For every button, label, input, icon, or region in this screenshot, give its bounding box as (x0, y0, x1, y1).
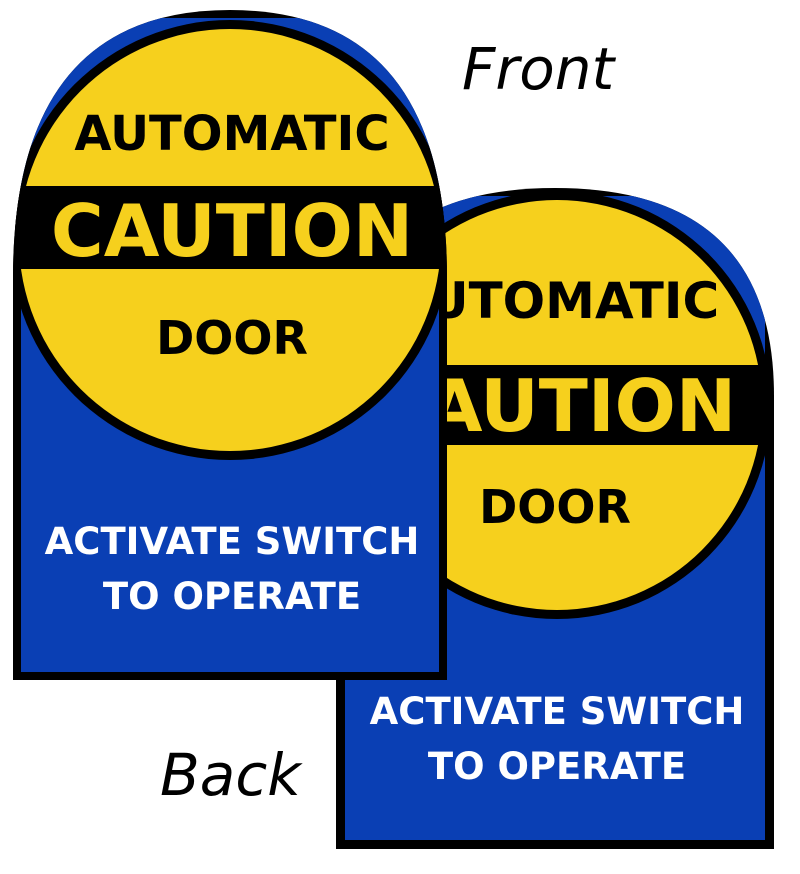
front-sign-instruction-line2: TO OPERATE (103, 575, 361, 618)
front-sign-door-text: DOOR (156, 311, 308, 365)
back-sign-instruction-line1: ACTIVATE SWITCH (370, 690, 745, 733)
front-label: Front (462, 35, 615, 103)
back-sign-instruction-line2: TO OPERATE (428, 745, 686, 788)
front-sign-black-band (15, 186, 445, 269)
front-sign-automatic-text: AUTOMATIC (74, 106, 389, 162)
front-sign-instruction-line1: ACTIVATE SWITCH (45, 520, 420, 563)
back-sign-door-text: DOOR (479, 480, 631, 534)
front-sign: AUTOMATIC CAUTION DOOR ACTIVATE SWITCH T… (13, 10, 447, 680)
back-label: Back (160, 741, 301, 809)
front-sign-caution-text: CAUTION (51, 189, 413, 273)
